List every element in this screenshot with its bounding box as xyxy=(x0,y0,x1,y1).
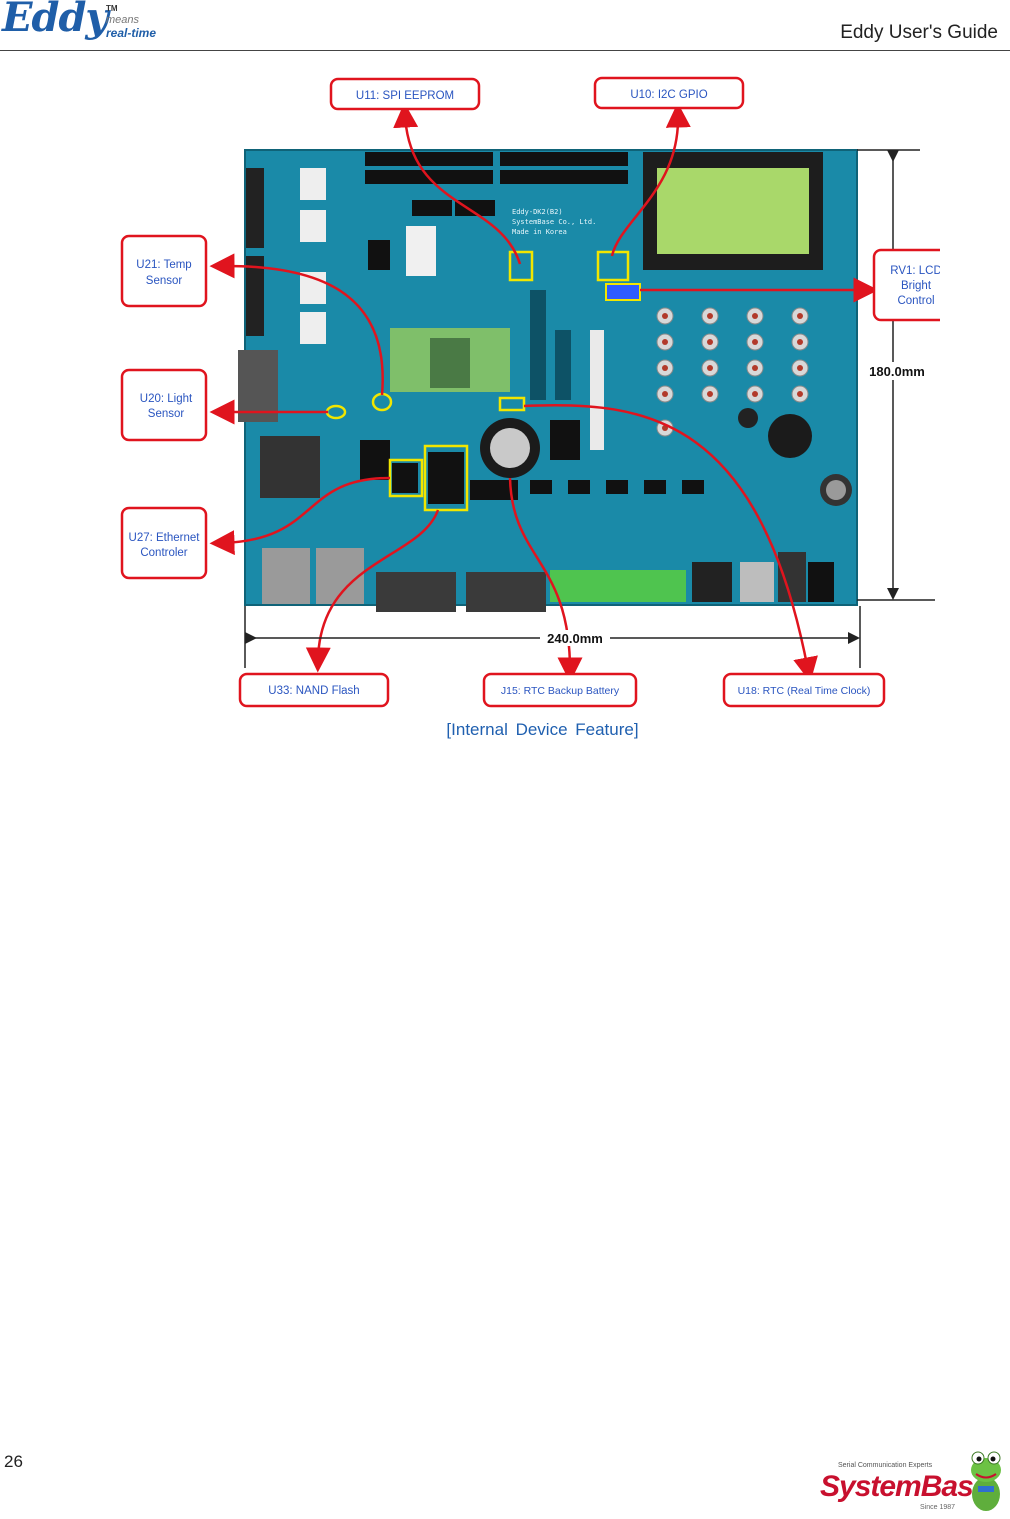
callout-u10-box xyxy=(593,76,745,110)
board-print-line3: Made in Korea xyxy=(512,228,567,236)
callout-u18: U18: RTC (Real Time Clock) xyxy=(738,685,871,697)
callout-u11-box xyxy=(329,77,481,111)
board-figure: Eddy-DK2(B2) SystemBase Co., Ltd. Made i… xyxy=(110,68,960,718)
page-header: Eddy TM means real-time Eddy User's Guid… xyxy=(0,0,1010,52)
callout-j15: J15: RTC Backup Battery xyxy=(501,685,620,697)
figure-caption: [Internal Device Feature] xyxy=(446,720,639,739)
board-print-line1: Eddy-DK2(B2) xyxy=(512,208,563,216)
callout-u20-line1: U20: Light xyxy=(140,393,193,405)
callout-u21-line2: Sensor xyxy=(146,275,183,287)
callout-rv1-line3: Control xyxy=(897,295,934,307)
eddy-logo: Eddy TM means real-time xyxy=(2,0,162,48)
callout-u21-line1: U21: Temp xyxy=(136,259,191,271)
callout-u21-box xyxy=(120,234,208,308)
callout-u27-line1: U27: Ethernet xyxy=(129,532,201,544)
logo-realtime: real-time xyxy=(106,26,157,40)
logo-tagline: Serial Communication Experts xyxy=(838,1462,933,1469)
frog-mascot-icon xyxy=(971,1451,1001,1511)
pcb-board: Eddy-DK2(B2) SystemBase Co., Ltd. Made i… xyxy=(238,149,858,612)
board-diagram: Eddy-DK2(B2) SystemBase Co., Ltd. Made i… xyxy=(120,76,960,708)
callout-u27-box xyxy=(120,506,208,580)
callout-u33-box xyxy=(238,672,390,708)
header-rule xyxy=(0,50,1010,51)
callout-u33: U33: NAND Flash xyxy=(268,685,359,697)
page-number: 26 xyxy=(4,1452,23,1471)
callout-j15-box xyxy=(482,672,638,708)
logo-means: means xyxy=(106,14,140,26)
width-dimension: 240.0mm xyxy=(547,631,603,646)
logo-since: Since 1987 xyxy=(920,1504,956,1511)
height-dimension: 180.0mm xyxy=(869,364,925,379)
callout-u27-line2: Controler xyxy=(140,547,187,559)
logo-trademark: TM xyxy=(106,4,118,13)
logo-brand: SystemBase xyxy=(820,1470,989,1503)
callout-u18-box xyxy=(722,672,886,708)
document-title: Eddy User's Guide xyxy=(840,22,998,43)
systembase-logo: Serial Communication Experts SystemBase … xyxy=(816,1448,1006,1514)
board-print-line2: SystemBase Co., Ltd. xyxy=(512,218,596,226)
callout-u20-line2: Sensor xyxy=(148,408,185,420)
callout-u10: U10: I2C GPIO xyxy=(630,89,707,101)
logo-wordmark: Eddy xyxy=(2,0,109,41)
callout-u11: U11: SPI EEPROM xyxy=(356,90,454,102)
callout-rv1-line1: RV1: LCD xyxy=(890,265,940,277)
rv1-highlight xyxy=(605,283,641,301)
callout-u20-box xyxy=(120,368,208,442)
callout-rv1-line2: Bright xyxy=(901,280,932,292)
